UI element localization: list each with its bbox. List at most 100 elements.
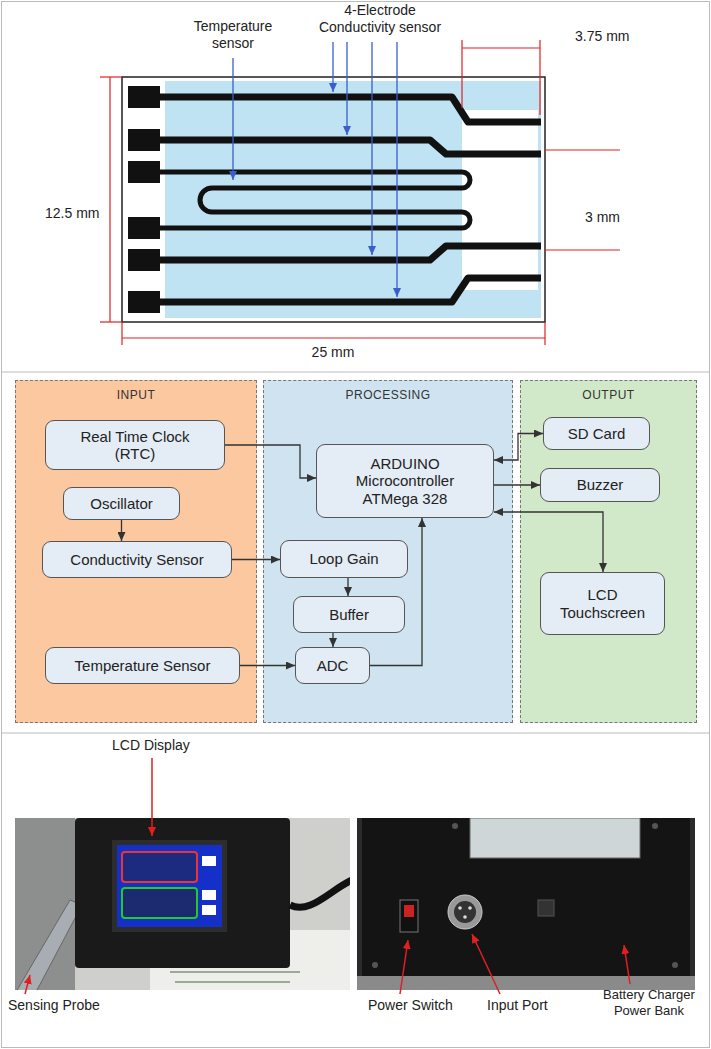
leader-arrow [371, 42, 372, 255]
leader-arrow [624, 945, 630, 984]
paper-print [170, 971, 300, 973]
passivation-layer [165, 81, 541, 318]
label-holder: Input Port [487, 997, 548, 1014]
screw [652, 823, 658, 829]
leader-arrow [332, 42, 333, 92]
connector-arrow [494, 512, 603, 572]
connector-arrow [370, 518, 422, 666]
dimension-line [545, 249, 620, 250]
device-photo-side [357, 818, 695, 990]
process-box: Buzzer [540, 468, 660, 502]
label-holder: LCD Display [112, 737, 190, 754]
callout-label: 3 mm [585, 209, 620, 226]
electrode-trace [158, 140, 541, 154]
connector-arrow [494, 434, 543, 461]
label-holder: Battery Charger Power Bank [593, 987, 705, 1018]
input-port [448, 895, 482, 929]
dimension-line [100, 321, 122, 322]
screw [452, 823, 458, 829]
contact-pad [128, 249, 160, 271]
contact-pad [128, 161, 160, 183]
contact-pad [128, 129, 160, 151]
process-box: Buffer [293, 596, 405, 633]
label-holder: 3 mm [585, 209, 620, 226]
process-box: ARDUINO Microcontroller ATMega 328 [316, 444, 494, 518]
electrode-trace [158, 246, 541, 260]
section-panel: INPUT Real Time Clock (RTC) OscillatorCond… [15, 380, 257, 723]
process-box: Real Time Clock (RTC) [45, 420, 225, 470]
contact-pad [128, 217, 160, 239]
screen-field [122, 852, 197, 882]
panel-title: INPUT [16, 388, 256, 402]
power-switch [400, 900, 418, 932]
exposed-window [462, 110, 538, 290]
callout-label: Input Port [487, 997, 548, 1014]
sensor-substrate [122, 77, 545, 322]
screen-button [202, 856, 216, 866]
box-label: Temperature Sensor [75, 657, 211, 674]
screen-bezel [112, 840, 227, 932]
dimension-line [109, 77, 110, 322]
power-switch-rocker [404, 905, 414, 917]
dimension-line [539, 40, 540, 115]
box-label: ARDUINO Microcontroller ATMega 328 [330, 455, 480, 507]
section-panel: OUTPUTSD CardBuzzerLCD Touchscreen [520, 380, 697, 723]
label-holder: Power Switch [368, 997, 453, 1014]
process-box: Loop Gain [280, 540, 408, 578]
electrode-trace [158, 278, 541, 302]
probe-cable [290, 880, 350, 907]
box-label: Buzzer [577, 476, 624, 493]
port-pin [468, 906, 472, 910]
connector-arrow [494, 484, 540, 485]
label-holder: 4-Electrode Conductivity sensor [310, 2, 450, 36]
callout-label: 3.75 mm [575, 28, 629, 45]
box-label: Oscillator [90, 495, 153, 512]
process-box: ADC [295, 647, 370, 684]
dimension-line [122, 337, 545, 338]
screen-button [202, 905, 216, 915]
callout-label: 4-Electrode Conductivity sensor [310, 2, 450, 36]
callout-label: Battery Charger Power Bank [593, 987, 705, 1018]
callout-label: Sensing Probe [8, 997, 100, 1014]
callout-label: 25 mm [300, 344, 366, 361]
temperature-meander [158, 172, 470, 228]
device-housing [362, 818, 690, 976]
dimension-line [545, 149, 620, 150]
port-pin [463, 915, 467, 919]
connector-arrow [225, 445, 316, 478]
leader-arrow [346, 42, 347, 135]
label-holder: 3.75 mm [575, 28, 629, 45]
device-photo-front [15, 818, 350, 990]
electrode-trace [158, 97, 541, 122]
connector-arrow [240, 665, 295, 666]
dimension-lines [100, 40, 620, 345]
label-holder: 12.5 mm [45, 205, 99, 222]
callout-label: Temperature sensor [183, 18, 283, 52]
callout-arrows [233, 42, 397, 297]
callout-label: 12.5 mm [45, 205, 99, 222]
panel-title: PROCESSING [264, 388, 512, 402]
box-label: Conductivity Sensor [70, 551, 203, 568]
connector-arrow [121, 520, 122, 541]
leader-arrow [232, 58, 233, 180]
box-label: Loop Gain [309, 550, 378, 567]
contact-pad [128, 86, 160, 108]
dimension-line [121, 322, 122, 345]
process-box: Conductivity Sensor [42, 541, 232, 578]
callout-label: LCD Display [112, 737, 190, 754]
label-holder: Sensing Probe [8, 997, 100, 1014]
label-holder: Temperature sensor [183, 18, 283, 52]
section-panel: PROCESSING ARDUINO Microcontroller ATMega… [263, 380, 513, 723]
paper-print [175, 981, 290, 983]
dimension-line [544, 322, 545, 345]
connector-arrow [347, 578, 348, 596]
leader-arrow [396, 42, 397, 297]
lcd-screen [117, 845, 222, 927]
box-label: Real Time Clock (RTC) [70, 428, 200, 463]
sensor-drawing [122, 77, 545, 322]
screw [372, 962, 378, 968]
dimension-line [461, 40, 462, 108]
leader-arrow [472, 934, 500, 994]
